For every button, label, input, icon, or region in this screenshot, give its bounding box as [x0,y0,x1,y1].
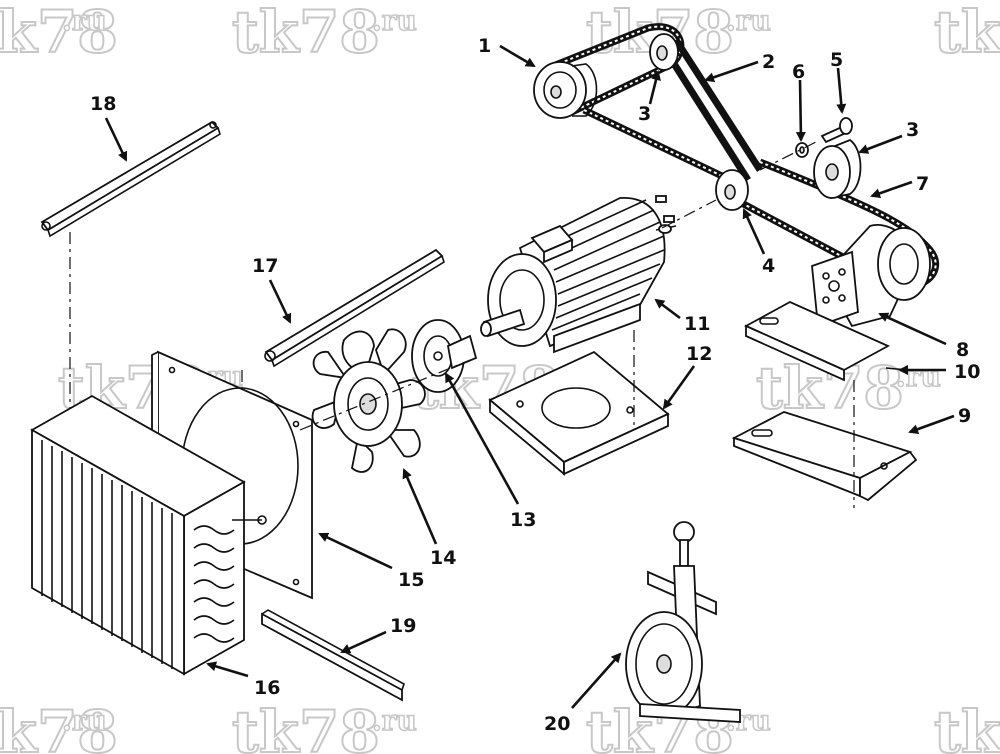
svg-text:.ru: .ru [62,4,107,37]
callout-1: 1 [478,35,491,57]
callout-11: 11 [684,313,710,335]
callout-4: 4 [762,255,775,277]
svg-text:tk78: tk78 [934,0,1000,66]
callout-10: 10 [954,361,980,383]
svg-text:tk78: tk78 [232,0,380,66]
part-3-idler-top [649,33,679,71]
centerline [661,199,717,229]
part-3-idler-right [813,138,862,199]
watermark: tk78 [933,0,1000,67]
watermark: tk78 [933,697,1000,754]
watermark: tk78.ru [0,0,119,67]
callout-19: 19 [390,615,416,637]
callout-7: 7 [916,173,929,195]
part-20-tool [625,521,741,723]
svg-text:tk78: tk78 [0,698,118,754]
svg-text:.ru: .ru [372,4,417,37]
centerline [299,359,471,431]
part-16-condenser [30,394,267,676]
callout-14: 14 [430,547,456,569]
watermark: tk78.ru [231,697,418,754]
svg-text:.ru: .ru [372,704,417,737]
part-17-rail [264,248,445,368]
part-8-compressor [811,224,931,328]
part-4-pulley [715,169,749,211]
watermark: tk78.ru [231,0,418,67]
part-5-bolt [820,117,853,144]
part-9-bracket [731,411,918,502]
callout-5: 5 [830,49,843,71]
part-11-motor [480,197,677,354]
callout-18: 18 [90,93,116,115]
part-14-fan [311,328,426,473]
watermark: tk78.ru [0,697,119,754]
callout-17: 17 [252,255,278,277]
callout-15: 15 [398,569,424,591]
svg-text:tk78: tk78 [0,0,118,66]
callout-20: 20 [544,713,570,735]
part-12-base [488,350,670,476]
part-6-washer [795,142,809,158]
centerline [759,139,821,171]
svg-text:.ru: .ru [726,4,771,37]
callout-16: 16 [254,677,280,699]
svg-text:tk78: tk78 [232,698,380,754]
part-18-rail [40,120,221,238]
key-parts [655,195,675,223]
svg-text:tk78: tk78 [934,698,1000,754]
callout-12: 12 [686,343,712,365]
callout-3: 3 [638,103,651,125]
part-1-pulley [533,61,598,119]
callout-arrows [104,44,955,709]
callout-3: 3 [906,119,919,141]
callout-2: 2 [762,51,775,73]
svg-text:.ru: .ru [62,704,107,737]
callout-6: 6 [792,61,805,83]
callout-9: 9 [958,405,971,427]
callout-labels: 1 2 3 3 4 5 6 7 8 9 10 11 12 13 14 15 16… [90,35,980,735]
part-19-rail [261,609,405,702]
callout-13: 13 [510,509,536,531]
svg-text:.ru: .ru [896,360,941,393]
callout-8: 8 [956,339,969,361]
part-8-bracket [743,300,891,382]
